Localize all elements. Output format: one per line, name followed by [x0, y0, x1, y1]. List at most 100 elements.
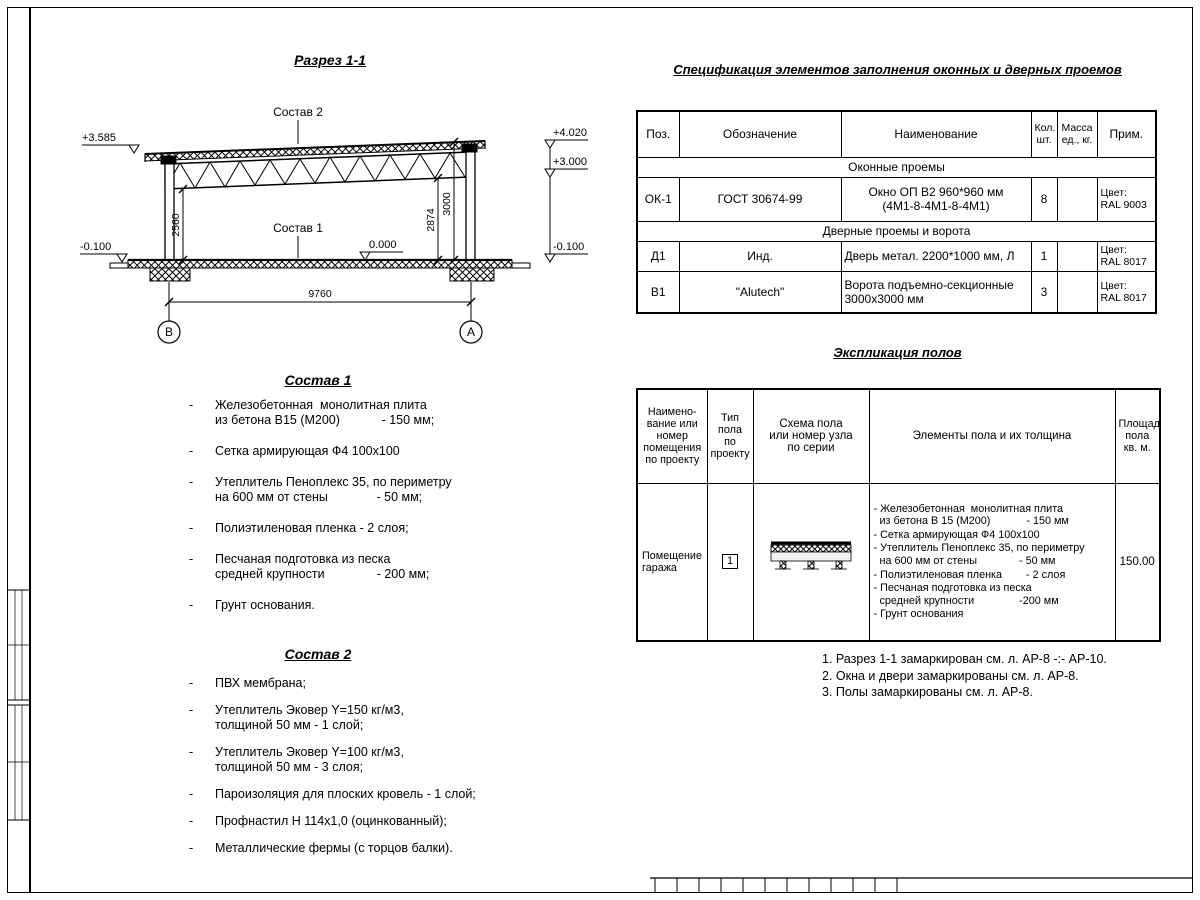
floors-header-type: Тип пола по проекту	[706, 388, 754, 484]
sostav2-label: Состав 2	[273, 105, 323, 119]
floors-header-scheme: Схема пола или номер узла по серии	[752, 388, 870, 484]
floor-element-line: - Утеплитель Пеноплекс 35, по периметру …	[873, 542, 1085, 567]
floors-header-elements: Элементы пола и их толщина	[868, 388, 1116, 484]
spec-header-note: Прим.	[1096, 110, 1157, 158]
cell-floor-type: 1	[706, 482, 754, 642]
elevation-left-top-value: +3.585	[82, 132, 116, 144]
cell-qty: 1	[1030, 240, 1058, 272]
item-text: Утеплитель Пеноплекс 35, по периметру на…	[215, 475, 452, 504]
list-item: - Железобетонная монолитная плита из бето…	[185, 398, 505, 428]
spec-table: Поз. Обозначение Наименование Кол. шт. М…	[636, 110, 1157, 314]
item-text: Утеплитель Эковер Y=150 кг/м3, толщиной …	[215, 703, 404, 732]
dim-span: 9760	[164, 282, 476, 310]
item-bullet: -	[189, 703, 194, 717]
spec-header-row: Поз. Обозначение Наименование Кол. шт. М…	[636, 110, 1157, 158]
cell-pos: Д1	[636, 240, 680, 272]
spec-group-row: Оконные проемы	[636, 156, 1157, 178]
roof	[144, 140, 486, 162]
section-drawing: Состав 2 Состав 1 0.000 +3.585 -0.100	[80, 105, 588, 344]
cell-mass	[1056, 270, 1098, 314]
spec-group-windows: Оконные проемы	[636, 156, 1157, 178]
item-bullet: -	[189, 521, 194, 535]
item-text: ПВХ мембрана;	[215, 676, 306, 690]
axis-right-letter: А	[467, 325, 475, 339]
item-text: Грунт основания.	[215, 598, 315, 612]
table-row: Д1 Инд. Дверь метал. 2200*1000 мм, Л 1 Ц…	[636, 240, 1157, 272]
floor-element-line: - Сетка армирующая Ф4 100х100	[873, 528, 1040, 541]
right-foundation	[449, 267, 495, 282]
floor-element-line: - Песчаная подготовка из песка средней к…	[873, 582, 1059, 607]
cell-qty: 8	[1030, 176, 1058, 222]
cell-room: Помещение гаража	[636, 482, 708, 642]
elevation-right-bottom-value: -0.100	[553, 241, 584, 253]
item-bullet: -	[189, 745, 194, 759]
sostav2-list: - ПВХ мембрана; - Утеплитель Эковер Y=150 …	[185, 676, 505, 868]
elevation-zero-value: 0.000	[369, 239, 397, 251]
item-bullet: -	[189, 552, 194, 566]
sostav1-label: Состав 1	[273, 221, 323, 235]
spec-header-mass: Масса ед., кг.	[1056, 110, 1098, 158]
cell-mass	[1056, 240, 1098, 272]
sostav1-title: Состав 1	[284, 372, 352, 388]
spec-title: Спецификация элементов заполнения оконны…	[673, 62, 1122, 77]
cell-qty: 3	[1030, 270, 1058, 314]
floor-element-line: - Полиэтиленовая пленка - 2 слоя	[873, 568, 1066, 581]
sostav1-callout: Состав 1	[273, 221, 323, 258]
cell-name: Ворота подъемно-секционные 3000х3000 мм	[840, 270, 1032, 314]
item-text: Утеплитель Эковер Y=100 кг/м3, толщиной …	[215, 745, 404, 774]
note-line: 3. Полы замаркированы см. л. АР-8.	[822, 685, 1033, 699]
cell-mass	[1056, 176, 1098, 222]
table-row: ОК-1 ГОСТ 30674-99 Окно ОП В2 960*960 мм…	[636, 176, 1157, 222]
left-stamp-boxes	[7, 589, 30, 821]
spec-header-pos: Поз.	[636, 110, 680, 158]
cell-floor-elements: - Железобетонная монолитная плита из бет…	[868, 482, 1116, 642]
floors-header-area: Площадь пола кв. м.	[1114, 388, 1161, 484]
cell-note: Цвет: RAL 8017	[1096, 240, 1157, 272]
item-text: Сетка армирующая Ф4 100х100	[215, 444, 400, 458]
dim-right-outer: 3000	[441, 137, 459, 265]
frame-left-line	[29, 7, 31, 893]
list-item: - Утеплитель Эковер Y=150 кг/м3, толщиной…	[185, 703, 505, 733]
floors-title: Экспликация полов	[833, 345, 962, 360]
item-text: Полиэтиленовая пленка - 2 слоя;	[215, 521, 409, 535]
dim-span-value: 9760	[308, 288, 332, 300]
spec-header-qty: Кол. шт.	[1030, 110, 1058, 158]
elevation-left-bottom-value: -0.100	[80, 241, 111, 253]
elevation-right-top-value: +4.020	[553, 127, 587, 139]
spec-group-doors: Дверные проемы и ворота	[636, 220, 1157, 242]
cell-note: Цвет: RAL 8017	[1096, 270, 1157, 314]
cell-designation: Инд.	[678, 240, 842, 272]
item-text: Пароизоляция для плоских кровель - 1 сло…	[215, 787, 476, 801]
floors-header-room: Наимено- вание или номер помещения по пр…	[636, 388, 708, 484]
list-item: -Песчаная подготовка из песка средней кр…	[185, 552, 505, 582]
spec-group-row: Дверные проемы и ворота	[636, 220, 1157, 242]
notes: 1. Разрез 1-1 замаркирован см. л. АР-8 -…	[822, 651, 1107, 701]
table-row: В1 "Alutech" Ворота подъемно-секционные …	[636, 270, 1157, 314]
item-text: Железобетонная монолитная плита из бетон…	[215, 398, 435, 427]
list-item: -Грунт основания.	[185, 598, 505, 613]
floor-type-box: 1	[721, 554, 739, 570]
dim-right-outer-value: 3000	[441, 192, 453, 216]
axis-right: А	[459, 310, 483, 344]
left-truss-support	[160, 155, 177, 165]
item-bullet: -	[189, 398, 194, 412]
title-block-top-edge	[650, 877, 1192, 893]
cell-designation: "Alutech"	[678, 270, 842, 314]
floor-scheme-drawing	[770, 541, 852, 570]
elevation-right-group: +4.020 +3.000 -0.100	[544, 127, 588, 263]
spec-header-name: Наименование	[840, 110, 1032, 158]
list-item: -Сетка армирующая Ф4 100х100	[185, 444, 505, 459]
item-bullet: -	[189, 814, 194, 828]
dim-right-inner-value: 2874	[425, 208, 437, 232]
floors-table: Наимено- вание или номер помещения по пр…	[636, 388, 1161, 642]
item-bullet: -	[189, 676, 194, 690]
item-bullet: -	[189, 841, 194, 855]
list-item: - Профнастил Н 114х1,0 (оцинкованный);	[185, 814, 505, 829]
right-wall	[465, 148, 476, 261]
item-text: Металлические фермы (с торцов балки).	[215, 841, 453, 855]
item-text: Профнастил Н 114х1,0 (оцинкованный);	[215, 814, 447, 828]
list-item: - ПВХ мембрана;	[185, 676, 505, 691]
dim-left-height: 2560	[170, 184, 188, 265]
table-row: Помещение гаража 1	[636, 482, 1161, 642]
